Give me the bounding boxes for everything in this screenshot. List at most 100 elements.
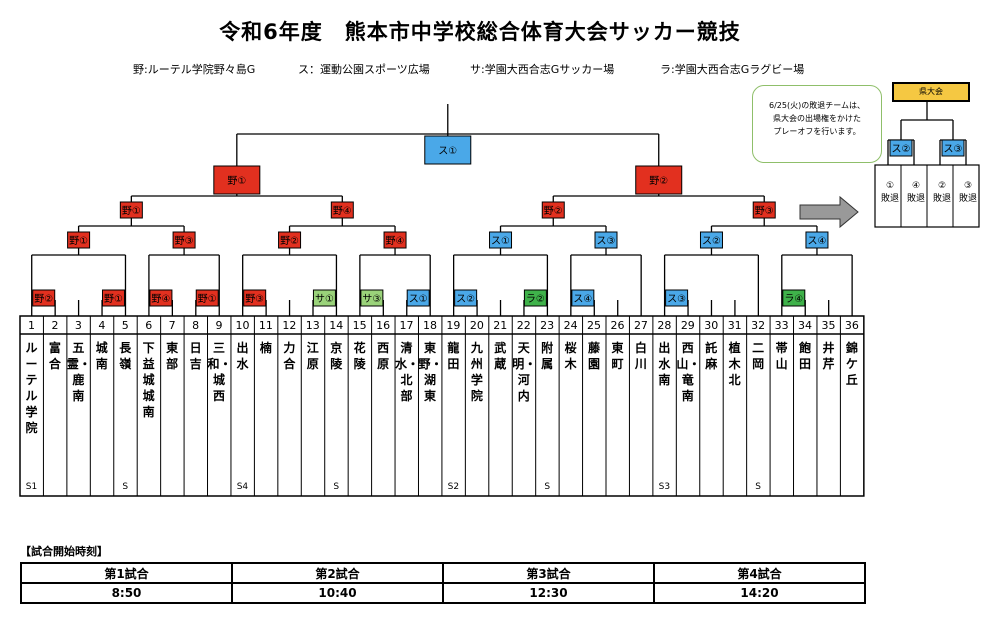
team-number: 34 — [798, 319, 813, 332]
team-number: 30 — [704, 319, 719, 332]
seed-mark: S3 — [658, 482, 671, 492]
match-box — [571, 289, 595, 307]
team-name: 五霊・鹿南 — [66, 341, 91, 403]
team-number: 16 — [376, 319, 391, 332]
match-label: ラ④ — [784, 293, 803, 305]
team-number: 36 — [844, 319, 859, 332]
team-number: 18 — [422, 319, 437, 332]
team-name: 江原 — [306, 341, 319, 371]
team-name: 富合 — [48, 341, 61, 371]
team-name: 附属 — [541, 341, 554, 371]
venue-legend-soccer: サ:学園大西合志Gサッカー場 — [470, 63, 615, 76]
match-box — [523, 289, 547, 307]
team-name: 龍田 — [447, 341, 460, 371]
team-name: 天明・河内 — [512, 341, 537, 403]
seed-mark: S2 — [447, 482, 460, 492]
team-number: 7 — [168, 319, 176, 332]
team-number: 27 — [633, 319, 648, 332]
team-number: 23 — [540, 319, 555, 332]
page-title: 令和6年度 熊本市中学校総合体育大会サッカー競技 — [219, 20, 741, 44]
start-time: 8:50 — [20, 582, 233, 604]
team-number: 35 — [821, 319, 836, 332]
match-label: ス④ — [573, 294, 592, 305]
start-time: 12:30 — [442, 582, 655, 604]
seed-mark: S — [122, 482, 129, 492]
match-box — [243, 289, 267, 307]
team-number: 17 — [399, 319, 414, 332]
team-number: 29 — [680, 319, 695, 332]
match-label: ス③ — [667, 294, 686, 305]
team-number: 15 — [352, 319, 367, 332]
team-number: 9 — [215, 319, 223, 332]
seed-mark: S4 — [236, 482, 249, 492]
team-number: 5 — [121, 319, 129, 332]
prefectural-tournament-label: 県大会 — [892, 82, 970, 102]
team-name: 東野・湖東 — [418, 341, 443, 403]
team-name: 白川 — [634, 341, 647, 371]
team-name: 京陵 — [330, 341, 343, 371]
team-number: 33 — [774, 319, 789, 332]
venue-legend-rugby: ラ:学園大西合志Gラグビー場 — [660, 63, 805, 76]
team-number: 24 — [563, 319, 578, 332]
venue-legend-nogi: 野:ルーテル学院野々島G — [133, 63, 256, 76]
team-name: 井芹 — [822, 341, 835, 371]
callout-line: プレーオフを行います。 — [773, 127, 861, 136]
match-box — [360, 289, 384, 307]
callout-line: 6/25(火)の敗退チームは、 — [769, 101, 865, 110]
match-label: 野① — [104, 293, 123, 305]
match-box — [312, 289, 336, 307]
team-number: 8 — [192, 319, 200, 332]
team-number: 2 — [51, 319, 59, 332]
team-name: 下益城城南 — [142, 341, 155, 419]
team-number: 21 — [493, 319, 508, 332]
match-schedule-table: 第1試合 第2試合 第3試合 第4試合 8:50 10:40 12:30 14:… — [20, 562, 866, 604]
match-label: 野① — [198, 293, 217, 305]
team-number: 4 — [98, 319, 106, 332]
match-box — [454, 289, 478, 307]
team-name: 長嶺 — [119, 341, 132, 371]
team-name: 日吉 — [189, 341, 202, 371]
match-label: 野① — [227, 175, 246, 187]
seed-mark: S — [755, 482, 761, 492]
match-label: ス② — [892, 144, 911, 155]
match-label: 野③ — [245, 293, 264, 305]
match-label: 野② — [544, 205, 563, 217]
team-number: 6 — [145, 319, 153, 332]
team-name: 錦ケ丘 — [845, 341, 858, 387]
match-box — [782, 289, 806, 307]
game-label: 第3試合 — [442, 562, 655, 584]
match-label: 野④ — [386, 235, 405, 247]
match-label: 野④ — [333, 205, 352, 217]
team-number: 12 — [282, 319, 297, 332]
match-box — [635, 165, 683, 195]
match-label: ス② — [456, 294, 475, 305]
team-name: 植木北 — [728, 341, 741, 387]
match-label: 野② — [34, 293, 53, 305]
team-name: 西原 — [377, 341, 390, 371]
arrow-to-playoff — [799, 195, 859, 229]
venue-legend-sports: ス：運動公園スポーツ広場 — [298, 63, 430, 76]
match-label: 野③ — [755, 205, 774, 217]
match-label: 野① — [122, 205, 141, 217]
match-label: ス④ — [807, 236, 826, 247]
team-name: 東部 — [166, 341, 179, 371]
match-label: 野② — [280, 235, 299, 247]
team-number: 1 — [28, 319, 35, 332]
match-label: ス① — [409, 294, 428, 305]
team-name: 桜木 — [564, 341, 577, 371]
match-label: 野③ — [175, 235, 194, 247]
team-name: 武蔵 — [494, 341, 507, 371]
team-name: 花陵 — [353, 341, 366, 371]
team-name: 西山・竜南 — [676, 341, 701, 403]
team-number: 13 — [305, 319, 320, 332]
team-name: 東町 — [611, 341, 624, 371]
start-time: 10:40 — [231, 582, 444, 604]
callout-line: 県大会の出場権をかけた — [773, 114, 861, 123]
team-number: 32 — [751, 319, 766, 332]
match-box — [665, 289, 689, 307]
team-number: 25 — [587, 319, 602, 332]
